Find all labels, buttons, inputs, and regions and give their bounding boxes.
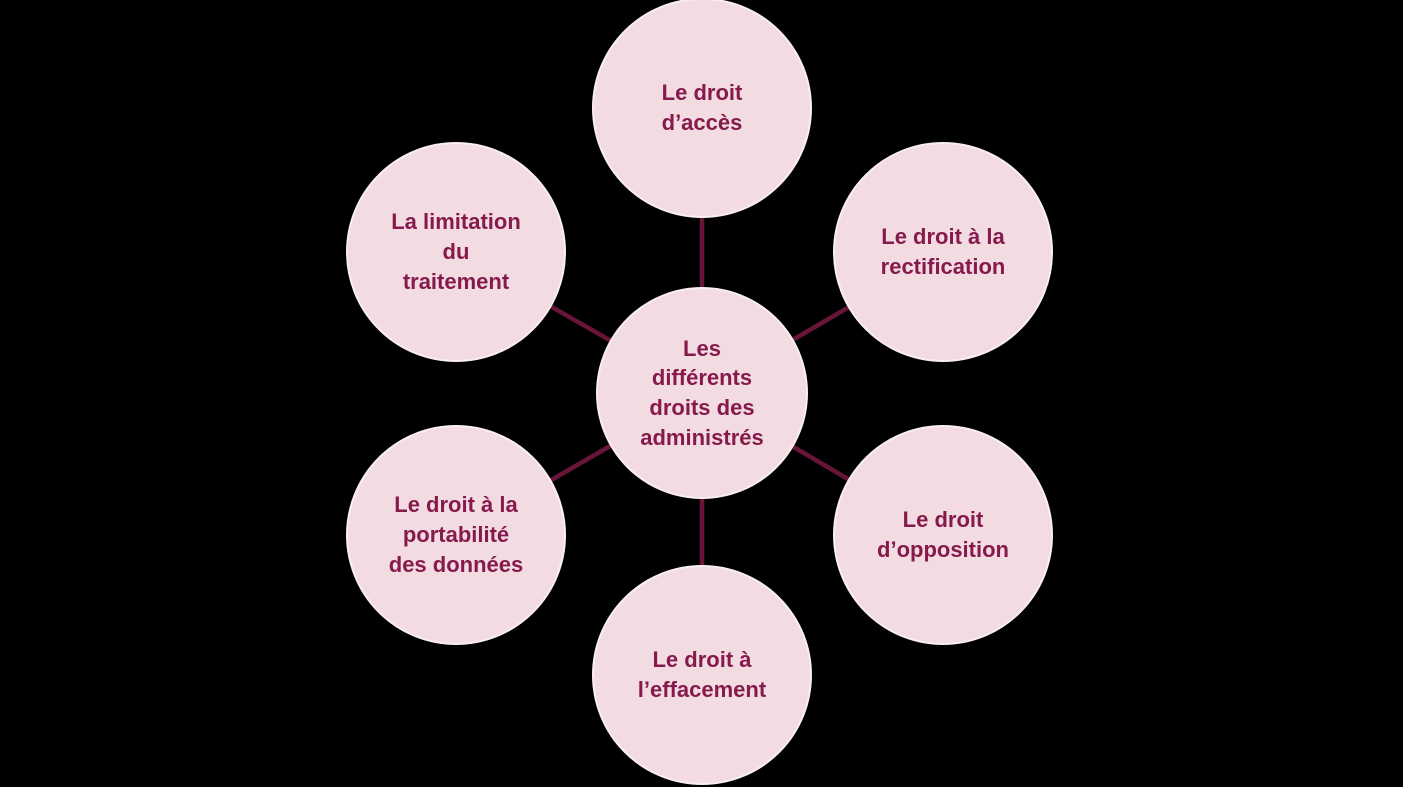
node-limitation-traitement-label: La limitation du traitement	[391, 209, 521, 294]
node-droit-effacement-label: Le droit à l’effacement	[637, 647, 767, 702]
node-droit-effacement: Le droit à l’effacement	[592, 565, 812, 785]
node-droit-opposition-label: Le droit d’opposition	[877, 507, 1009, 562]
node-droit-acces: Le droit d’accès	[592, 0, 812, 218]
node-droit-rectification: Le droit à la rectification	[833, 142, 1053, 362]
node-limitation-traitement: La limitation du traitement	[346, 142, 566, 362]
node-center-droits-administres: Les différents droits des administrés	[596, 287, 808, 499]
node-droit-portabilite-label: Le droit à la portabilité des données	[388, 492, 524, 577]
node-droit-rectification-label: Le droit à la rectification	[880, 224, 1006, 279]
node-droit-portabilite: Le droit à la portabilité des données	[346, 425, 566, 645]
node-droit-opposition: Le droit d’opposition	[833, 425, 1053, 645]
node-droit-acces-label: Le droit d’accès	[661, 80, 743, 135]
node-center-label: Les différents droits des administrés	[640, 335, 764, 450]
